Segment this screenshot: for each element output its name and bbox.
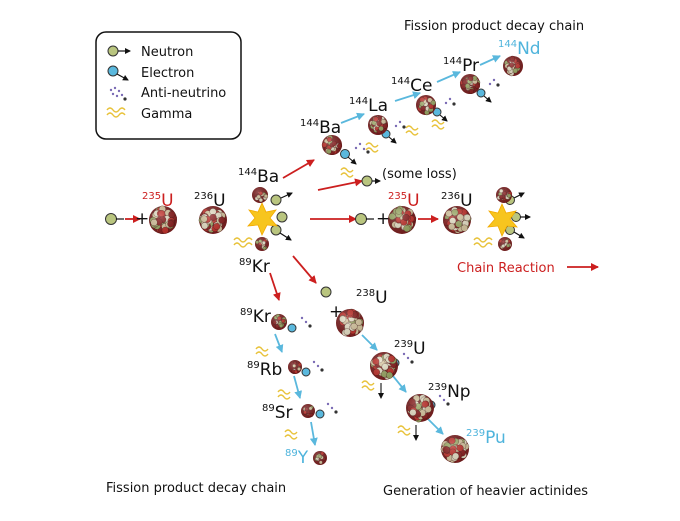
some-loss-label: (some loss) xyxy=(382,167,457,182)
u239-nucleus xyxy=(370,352,398,380)
pu239-nucleus xyxy=(440,435,470,463)
legend-gamma-label: Gamma xyxy=(141,107,192,122)
legend-antineutrino-label: Anti-neutrino xyxy=(141,86,226,101)
fission-neutrons xyxy=(270,175,381,298)
label-y89: 89Y xyxy=(285,448,309,468)
fission-flash-2 xyxy=(487,203,518,237)
legend-neutron-icon xyxy=(107,45,131,57)
plus-sign-1: + xyxy=(135,209,149,229)
np239-nucleus xyxy=(406,394,434,423)
label-kr89-product: 89Kr xyxy=(239,257,270,277)
u235-second-nucleus xyxy=(388,205,417,234)
label-u238: 238U xyxy=(356,288,388,308)
label-la144: 144La xyxy=(349,96,388,116)
top-decay-chain-title: Fission product decay chain xyxy=(404,19,584,34)
fission-flash-1 xyxy=(247,202,278,236)
legend-antineutrino-icon xyxy=(109,86,127,101)
nuclei xyxy=(149,55,523,465)
label-rb89: 89Rb xyxy=(247,360,282,380)
u236-first-nucleus xyxy=(198,206,227,234)
u236-second-nucleus xyxy=(443,206,472,234)
kr89-product-nucleus xyxy=(255,237,269,251)
bottom-decay-chain-title: Fission product decay chain xyxy=(106,481,286,496)
kr89-chain-nucleus xyxy=(271,313,287,330)
label-u235-second: 235U xyxy=(388,191,420,211)
reaction-arrows xyxy=(125,159,439,301)
legend-neutron-label: Neutron xyxy=(141,45,193,60)
rb89-nucleus xyxy=(288,360,302,374)
label-pr144: 144Pr xyxy=(443,56,479,76)
legend-electron-label: Electron xyxy=(141,66,194,81)
actinides-title: Generation of heavier actinides xyxy=(383,484,588,499)
label-ce144: 144Ce xyxy=(391,76,432,96)
label-ba144-product: 144Ba xyxy=(238,167,279,187)
la144-nucleus xyxy=(368,115,388,135)
plus-sign-2: + xyxy=(376,209,390,229)
gamma-rays xyxy=(233,119,493,440)
ba144-second-nucleus xyxy=(496,187,513,203)
u238-nucleus xyxy=(336,308,364,337)
label-kr89-chain: 89Kr xyxy=(240,307,271,327)
label-u236-first: 236U xyxy=(194,191,226,211)
legend-gamma-icon xyxy=(106,107,126,118)
nd144-nucleus xyxy=(503,55,523,77)
ba144-chain-nucleus xyxy=(321,135,343,155)
ce144-nucleus xyxy=(416,95,436,116)
label-u239: 239U xyxy=(394,339,426,359)
y89-nucleus xyxy=(313,451,327,465)
sr89-nucleus xyxy=(301,404,315,418)
decay-arrows xyxy=(274,55,501,446)
u235-first-nucleus xyxy=(149,205,177,234)
legend-electron-icon xyxy=(107,65,129,81)
label-sr89: 89Sr xyxy=(262,403,293,423)
label-pu239: 239Pu xyxy=(466,428,506,448)
pr144-nucleus xyxy=(460,74,481,94)
legend: Neutron Electron Anti-neutrino Gamma xyxy=(95,31,242,140)
label-u236-second: 236U xyxy=(441,191,473,211)
chain-reaction-label: Chain Reaction xyxy=(457,261,555,276)
label-nd144: 144Nd xyxy=(498,39,541,59)
label-u235-first: 235U xyxy=(142,191,174,211)
incoming-neutron xyxy=(105,213,124,225)
kr89-second-nucleus xyxy=(498,237,512,251)
label-ba144-chain: 144Ba xyxy=(300,118,341,138)
plus-sign-3: + xyxy=(329,302,343,322)
ba144-product-nucleus xyxy=(252,187,269,203)
label-np239: 239Np xyxy=(428,382,471,402)
